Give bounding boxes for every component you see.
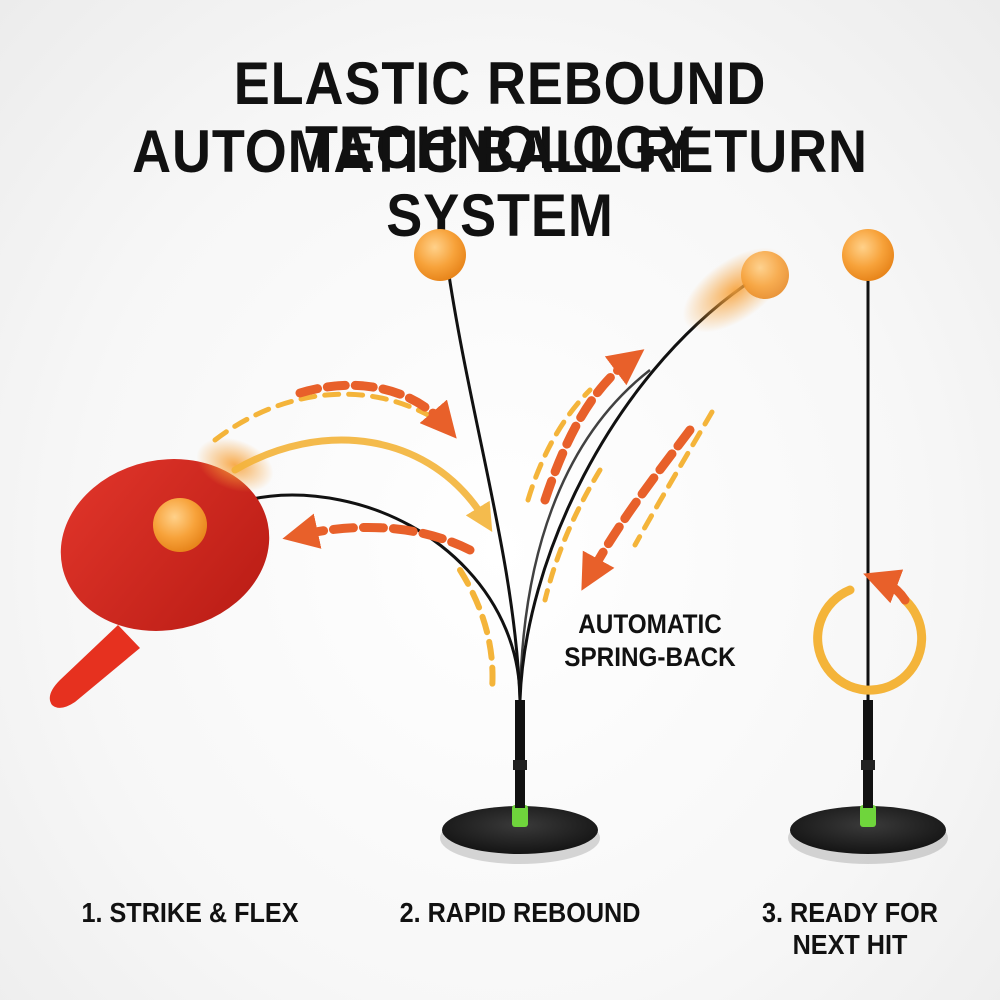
- ball-icon: [842, 229, 894, 281]
- collar-icon: [860, 805, 876, 827]
- stand-base-icon: [790, 806, 946, 854]
- collar-icon: [512, 805, 528, 827]
- callout-line-2: SPRING-BACK: [564, 642, 736, 672]
- ball-icon: [414, 229, 466, 281]
- stand-middle: [199, 229, 789, 864]
- step-3-label: 3. READY FOR NEXT HIT: [762, 897, 938, 960]
- callout-line-1: AUTOMATIC: [578, 609, 722, 639]
- spring-back-callout: AUTOMATIC SPRING-BACK: [533, 608, 767, 674]
- paddle-icon: [49, 437, 274, 708]
- stand-base-icon: [442, 806, 598, 854]
- ball-icon: [153, 498, 207, 552]
- rebound-arrow-icon: [212, 349, 715, 693]
- stand-right: [788, 229, 948, 864]
- rotate-arrow-icon: [813, 569, 927, 695]
- step-2-label: 2. RAPID REBOUND: [399, 897, 641, 928]
- headline-line-1: ELASTIC REBOUND TECHNOLOGY: [233, 50, 767, 181]
- ball-icon: [741, 251, 789, 299]
- step-1-label: 1. STRIKE & FLEX: [81, 897, 299, 928]
